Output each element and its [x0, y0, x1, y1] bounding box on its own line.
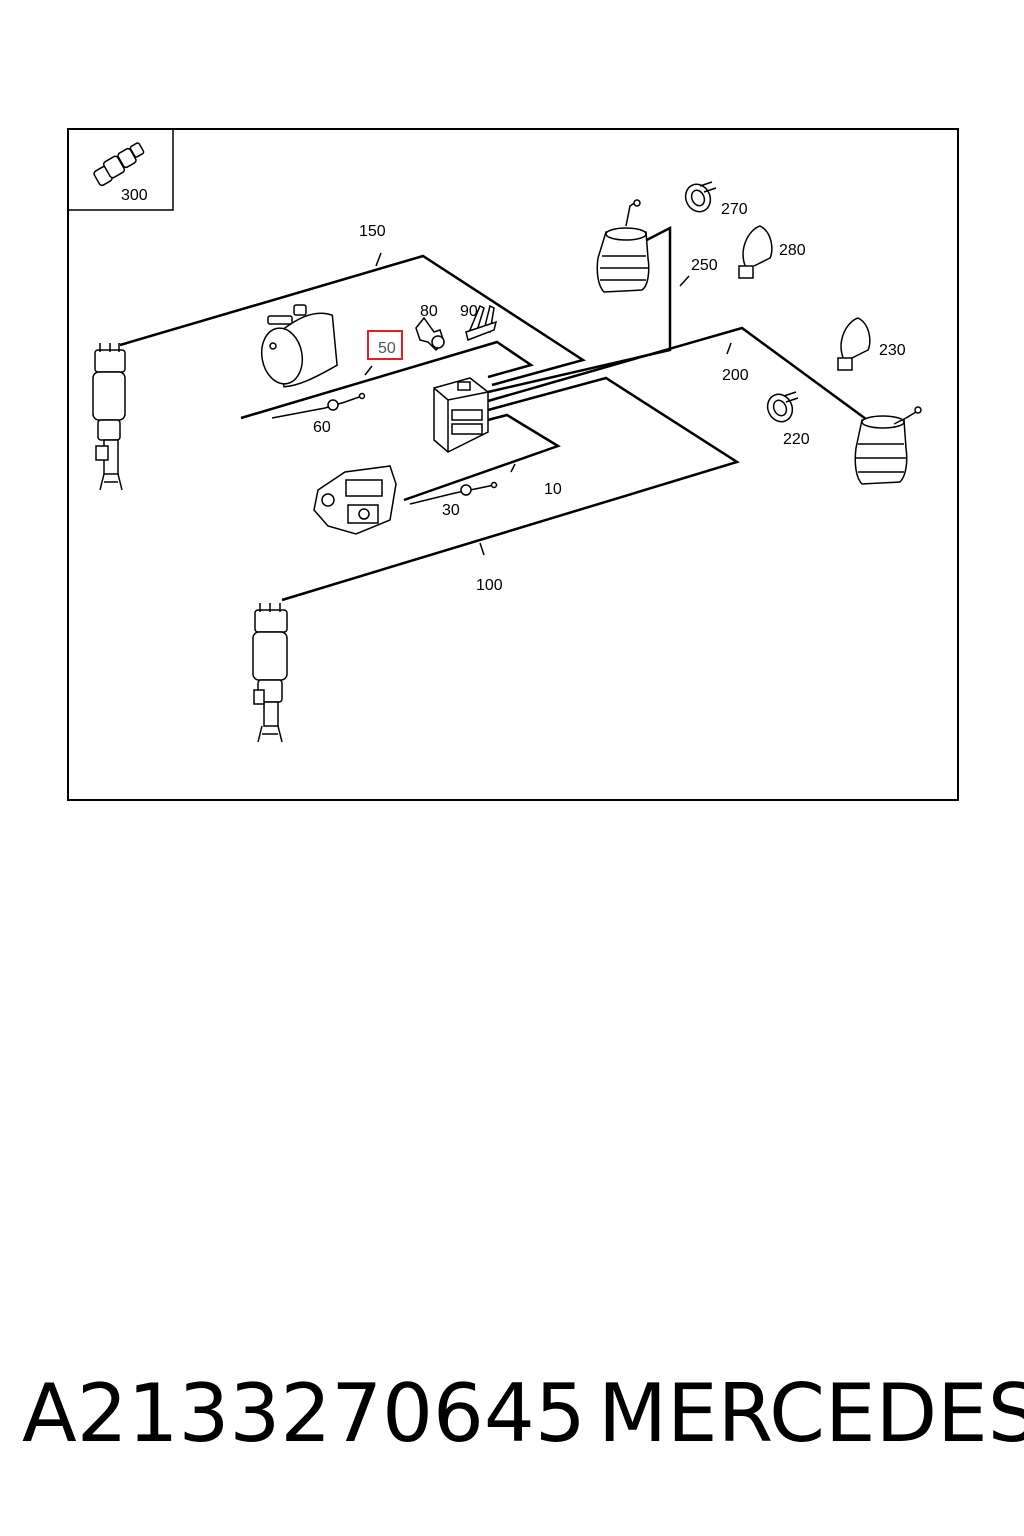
part-reservoir-icon[interactable] — [257, 304, 343, 388]
part-number: A2133270645 — [22, 1367, 586, 1460]
highlight-box-50 — [367, 330, 403, 360]
part-rear-left-air-spring-icon[interactable] — [596, 199, 650, 293]
callout-270[interactable]: 270 — [721, 201, 748, 218]
callout-300[interactable]: 300 — [121, 187, 148, 204]
part-90-bracket-icon[interactable] — [465, 304, 498, 342]
part-30-line-icon[interactable] — [409, 481, 498, 505]
part-220-cap-icon[interactable] — [763, 390, 799, 426]
part-front-right-strut-icon[interactable] — [252, 603, 288, 743]
callout-150[interactable]: 150 — [359, 223, 386, 240]
callout-30[interactable]: 30 — [442, 502, 460, 519]
part-60-line-icon[interactable] — [271, 392, 366, 419]
part-valve-block-icon[interactable] — [433, 377, 489, 453]
callout-100[interactable]: 100 — [476, 577, 503, 594]
parts-diagram: 300 150 80 90 50 60 10 30 100 270 280 25… — [67, 128, 959, 801]
callout-90[interactable]: 90 — [460, 303, 478, 320]
inset-frame — [67, 128, 174, 211]
part-rear-right-air-spring-icon[interactable] — [854, 406, 922, 485]
diagram-frame — [67, 128, 959, 801]
callout-10[interactable]: 10 — [544, 481, 562, 498]
callout-80[interactable]: 80 — [420, 303, 438, 320]
callout-220[interactable]: 220 — [783, 431, 810, 448]
brand-name: MERCEDES — [598, 1367, 1024, 1460]
callout-60[interactable]: 60 — [313, 419, 331, 436]
callout-50[interactable]: 50 — [378, 340, 396, 357]
part-compressor-icon[interactable] — [313, 465, 397, 535]
part-230-clip-icon[interactable] — [837, 317, 871, 371]
part-300-connector-icon[interactable] — [93, 142, 145, 187]
callout-280[interactable]: 280 — [779, 242, 806, 259]
callout-230[interactable]: 230 — [879, 342, 906, 359]
part-80-clamp-icon[interactable] — [415, 316, 445, 352]
leader-lines — [119, 225, 871, 602]
callout-250[interactable]: 250 — [691, 257, 718, 274]
part-280-clip-icon[interactable] — [738, 225, 773, 279]
part-front-left-strut-icon[interactable] — [92, 343, 126, 491]
part-270-cap-icon[interactable] — [681, 180, 717, 216]
callout-200[interactable]: 200 — [722, 367, 749, 384]
